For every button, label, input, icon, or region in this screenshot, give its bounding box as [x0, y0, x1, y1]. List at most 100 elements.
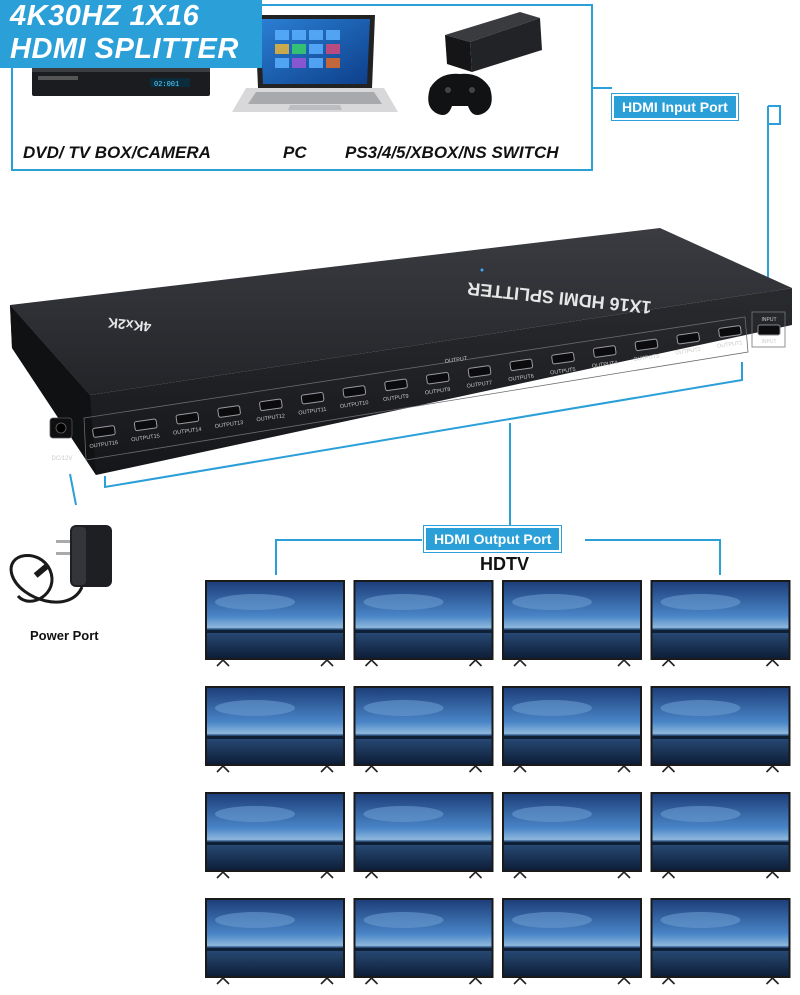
hdtv-picture — [504, 688, 640, 764]
hdtv-screen — [650, 898, 791, 985]
svg-text:02:001: 02:001 — [154, 81, 179, 89]
hdtv-screen — [353, 686, 494, 773]
hdtv-picture — [355, 688, 492, 764]
splitter-resolution-text: 4Kx2K — [107, 315, 152, 335]
source-label-pc: PC — [283, 143, 307, 162]
splitter-top-face — [10, 228, 792, 395]
hdtv-picture — [355, 794, 492, 870]
hdtv-picture — [355, 582, 492, 658]
hdmi-port-socket — [133, 418, 158, 432]
hdtv-label: HDTV — [480, 554, 529, 574]
hdmi-output-port: OUTPUT12 — [256, 398, 285, 423]
hdtv-cloud — [215, 806, 295, 822]
hdmi-output-port: OUTPUT6 — [508, 358, 534, 383]
hdtv-cloud — [660, 806, 741, 822]
hdtv-shoreline — [652, 948, 789, 951]
hdtv-shoreline — [355, 948, 492, 951]
dvd-player-image: 02:001 — [32, 66, 210, 96]
hdtv-screen — [502, 686, 642, 773]
output-group-label: OUTPUT — [444, 356, 468, 365]
hdtv-picture — [207, 900, 343, 976]
hdtv-picture — [652, 688, 789, 764]
hdmi-output-port: OUTPUT8 — [425, 371, 451, 396]
hdtv-stand-right — [320, 765, 334, 773]
laptop-image — [232, 15, 398, 112]
hdtv-screen — [502, 580, 642, 667]
hdmi-port-label: OUTPUT15 — [131, 433, 160, 443]
hdtv-picture — [652, 900, 789, 976]
hdtv-stand-left — [216, 977, 230, 985]
hdtv-stand-left — [513, 977, 527, 985]
hdtv-stand-left — [216, 659, 230, 667]
hdmi-port-socket — [92, 425, 116, 438]
hdtv-cloud — [512, 912, 592, 928]
hdtv-picture — [504, 900, 640, 976]
hdtv-screen — [650, 686, 791, 773]
hdtv-screen — [353, 792, 494, 879]
hdtv-stand-right — [320, 977, 334, 985]
hdmi-port-label: OUTPUT1 — [717, 340, 743, 350]
hdmi-output-port: OUTPUT15 — [131, 418, 160, 443]
hdmi-port-label: OUTPUT5 — [550, 367, 576, 377]
hdmi-port-label: OUTPUT16 — [89, 440, 118, 450]
hdtv-shoreline — [504, 842, 640, 845]
hdtv-shoreline — [652, 736, 789, 739]
input-port-label-bottom: INPUT — [762, 339, 777, 345]
hdtv-picture — [207, 582, 343, 658]
hdmi-output-port: OUTPUT5 — [550, 351, 576, 377]
hdtv-stand-right — [320, 659, 334, 667]
hdmi-port-socket — [217, 405, 241, 418]
hdtv-stand-right — [468, 659, 483, 667]
hdtv-stand-left — [364, 765, 379, 773]
power-jack-label: DC/12V — [51, 456, 72, 462]
hdtv-cloud — [363, 806, 444, 822]
hdmi-port-label: OUTPUT11 — [298, 407, 327, 417]
hdtv-shoreline — [652, 842, 789, 845]
hdtv-cloud — [215, 594, 295, 610]
hdtv-picture — [355, 900, 492, 976]
hdmi-port-socket — [426, 371, 450, 385]
hdtv-grid — [205, 580, 791, 985]
hdtv-stand-right — [617, 765, 631, 773]
hdtv-screen — [650, 580, 791, 667]
hdtv-picture — [504, 794, 640, 870]
game-console-image — [428, 12, 542, 115]
hdtv-stand-left — [216, 871, 230, 879]
hdtv-stand-left — [513, 765, 527, 773]
hdmi-port-socket — [342, 385, 367, 398]
hdtv-cloud — [660, 700, 741, 716]
hdmi-port-label: OUTPUT3 — [633, 354, 659, 364]
power-port-label: Power Port — [30, 628, 99, 643]
hdmi-port-label: OUTPUT2 — [675, 347, 701, 357]
output-ports-frame — [83, 316, 749, 461]
hdtv-cloud — [512, 594, 592, 610]
hdtv-stand-left — [661, 977, 676, 985]
hdmi-port-label: OUTPUT13 — [214, 420, 243, 430]
hdtv-stand-right — [765, 765, 780, 773]
hdtv-cloud — [363, 594, 444, 610]
hdtv-cloud — [363, 700, 444, 716]
hdtv-picture — [504, 582, 640, 658]
hdtv-stand-right — [617, 659, 631, 667]
hdtv-cloud — [512, 700, 592, 716]
hdtv-cloud — [215, 700, 295, 716]
hdtv-shoreline — [652, 630, 789, 633]
hdtv-picture — [652, 582, 789, 658]
hdtv-screen — [205, 686, 345, 773]
hdtv-cloud — [660, 912, 741, 928]
hdmi-output-port: OUTPUT16 — [89, 425, 119, 450]
hdmi-output-port: OUTPUT2 — [675, 331, 701, 357]
hdtv-stand-right — [765, 977, 780, 985]
title-badge: 4K30HZ 1X16 HDMI SPLITTER — [0, 0, 262, 68]
hdtv-shoreline — [355, 842, 492, 845]
hdtv-shoreline — [207, 736, 343, 739]
hdtv-shoreline — [504, 736, 640, 739]
hdmi-output-port: OUTPUT14 — [173, 411, 202, 437]
hdmi-output-port: OUTPUT13 — [214, 405, 244, 430]
hdtv-cloud — [363, 912, 444, 928]
hdtv-cloud — [215, 912, 295, 928]
hdtv-stand-left — [364, 977, 379, 985]
hdmi-output-port: OUTPUT11 — [298, 391, 327, 417]
callout-hdmi-input-port: HDMI Input Port — [612, 94, 738, 120]
